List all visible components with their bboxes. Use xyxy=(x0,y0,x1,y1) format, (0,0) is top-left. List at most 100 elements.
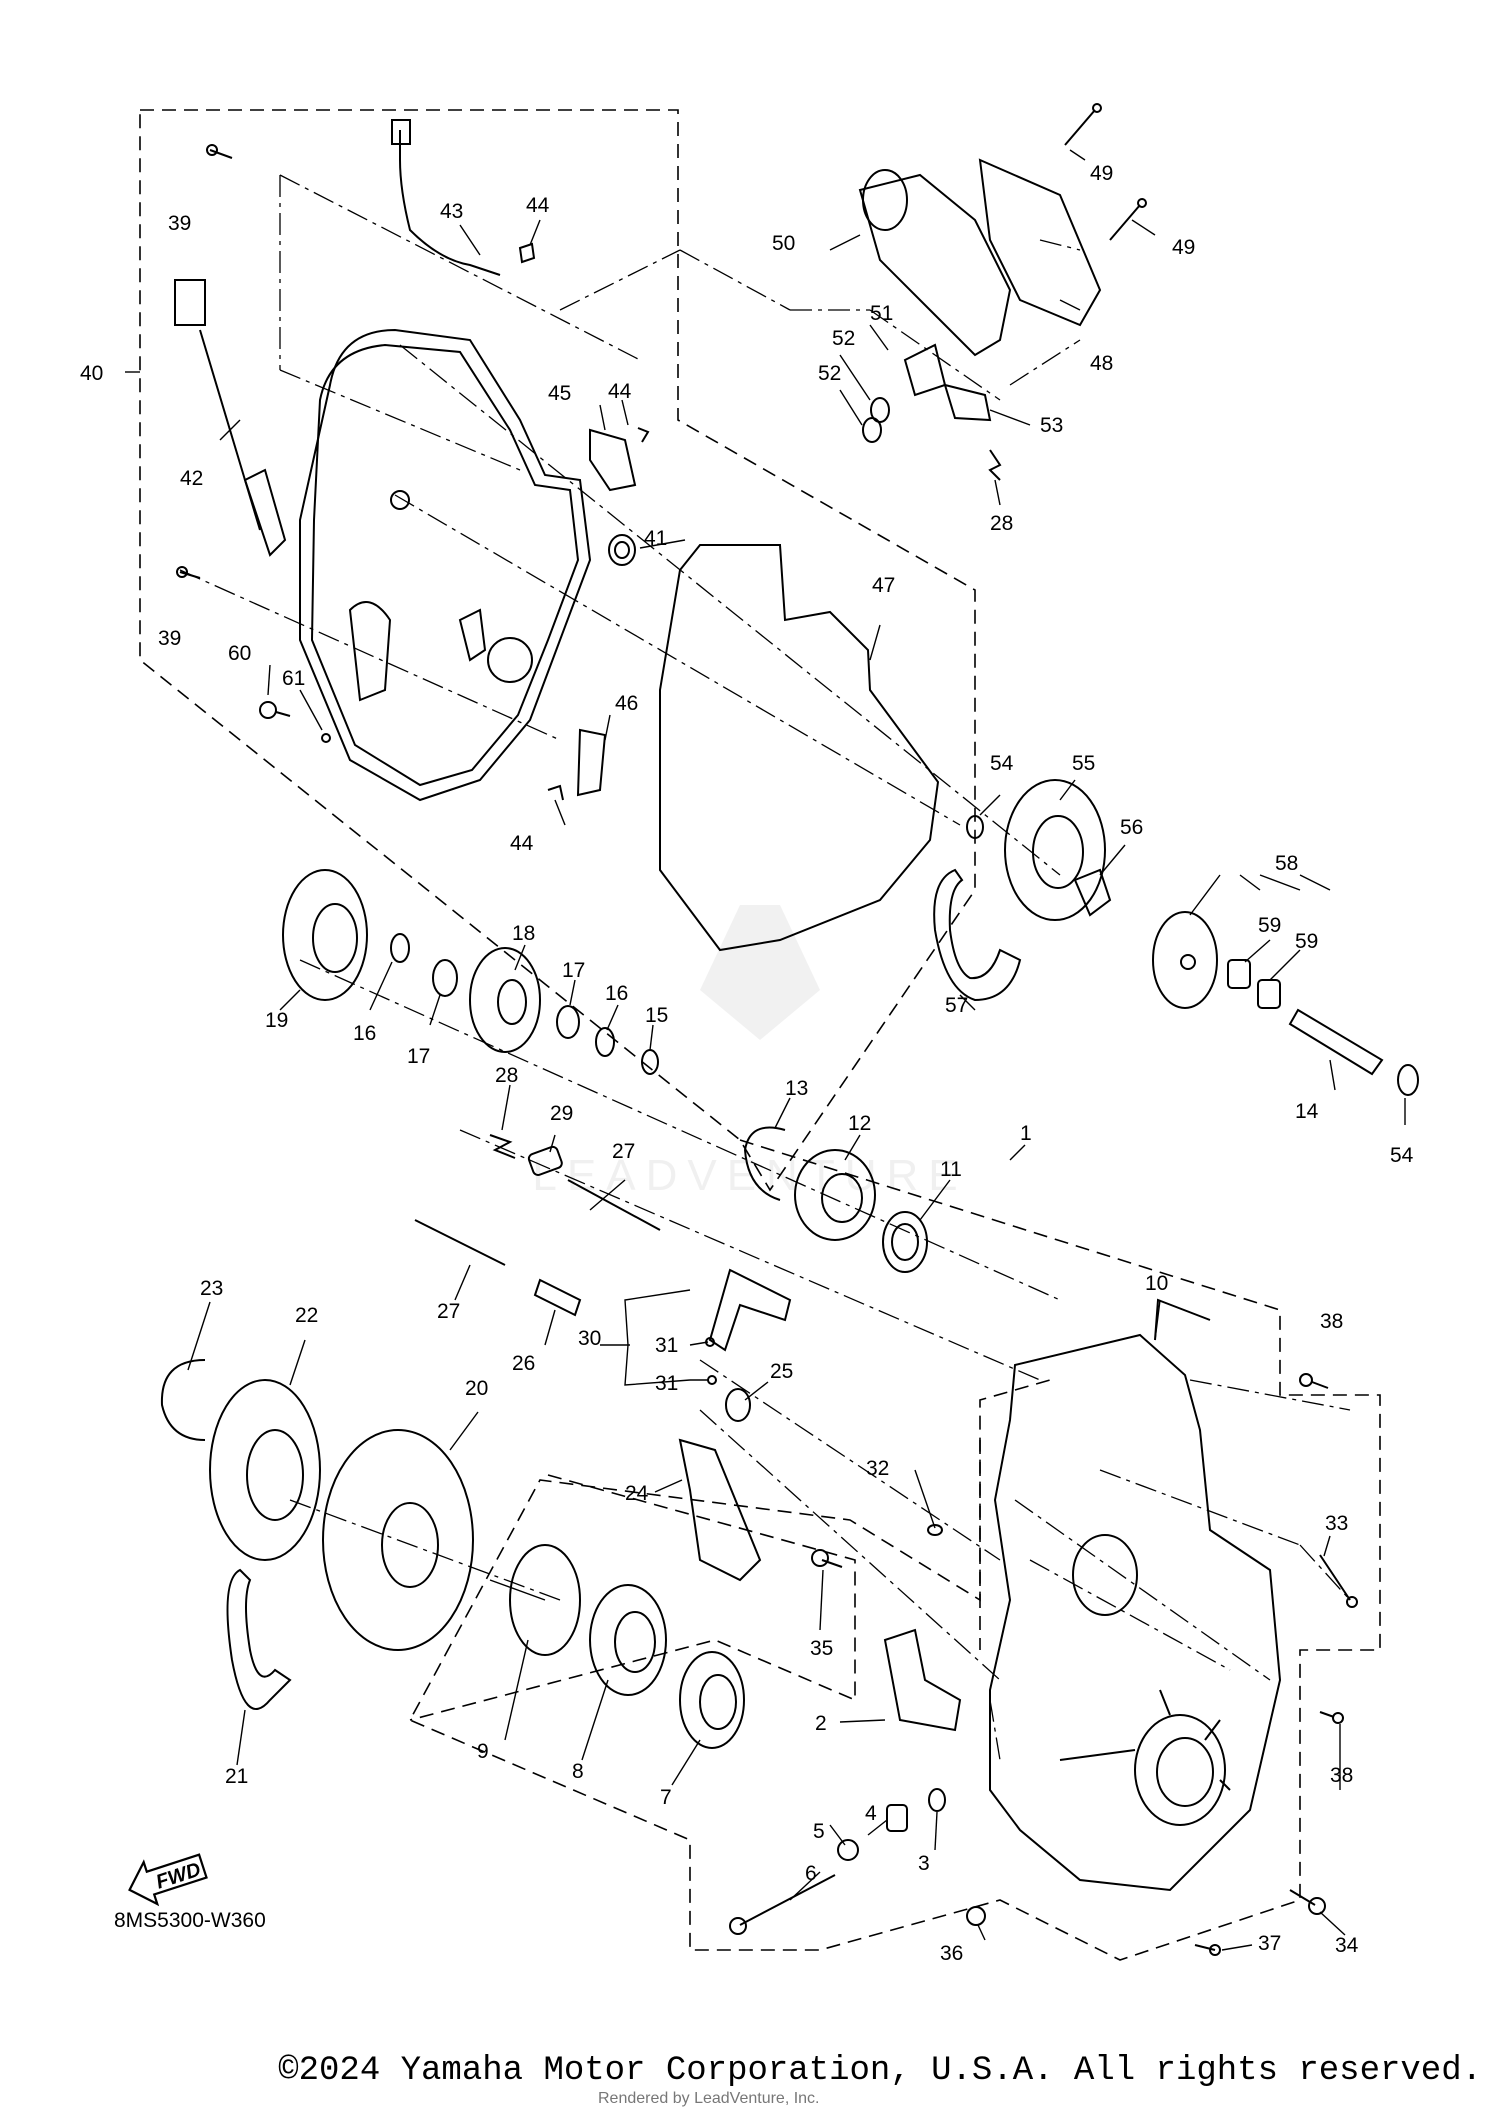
copyright-notice: ©2024 Yamaha Motor Corporation, U.S.A. A… xyxy=(278,2052,1482,2090)
part-label: 52 xyxy=(818,362,841,385)
part-ring-15 xyxy=(641,1049,659,1075)
part-cable-43 xyxy=(391,119,501,276)
part-gear-22 xyxy=(209,1379,321,1561)
part-label: 37 xyxy=(1258,1932,1281,1955)
part-label: 49 xyxy=(1172,236,1195,259)
part-washer-32 xyxy=(927,1524,943,1536)
part-label: 54 xyxy=(1390,1144,1414,1167)
part-label: 15 xyxy=(645,1004,668,1027)
part-label: 13 xyxy=(785,1077,808,1100)
part-label: 45 xyxy=(548,382,571,405)
part-washer-54-bottom xyxy=(1397,1064,1419,1096)
fwd-arrow-icon: FWD xyxy=(128,1853,208,1907)
part-label: 17 xyxy=(407,1045,430,1068)
part-label: 39 xyxy=(158,627,181,650)
part-bolt-39-left xyxy=(176,566,201,579)
part-label: 41 xyxy=(644,527,667,550)
part-label: 35 xyxy=(810,1637,833,1660)
part-label: 23 xyxy=(200,1277,223,1300)
part-label: 49 xyxy=(1090,162,1113,185)
part-label: 11 xyxy=(940,1158,962,1181)
part-label: 4 xyxy=(865,1802,877,1825)
part-bearing-8 xyxy=(589,1584,667,1696)
part-clip-44c xyxy=(547,784,564,801)
part-bolt-6 xyxy=(729,1874,836,1935)
part-label: 60 xyxy=(228,642,251,665)
part-clip-44 xyxy=(518,242,536,264)
part-shaft-14 xyxy=(1288,1008,1384,1076)
part-label: 28 xyxy=(495,1064,518,1087)
part-cover-48 xyxy=(978,158,1102,327)
part-label: 44 xyxy=(510,832,534,855)
part-bracket-2 xyxy=(883,1628,962,1732)
part-label: 16 xyxy=(605,982,628,1005)
svg-text:LEADVENTURE: LEADVENTURE xyxy=(532,1151,967,1200)
part-label: 7 xyxy=(660,1786,672,1809)
part-label: 59 xyxy=(1295,930,1318,953)
part-ring-16-a xyxy=(390,933,410,963)
part-label: 28 xyxy=(990,512,1013,535)
part-motor-50 xyxy=(858,169,1012,357)
part-label: 44 xyxy=(608,380,632,403)
part-label: 14 xyxy=(1295,1100,1319,1123)
part-label: 42 xyxy=(180,467,203,490)
part-label: 48 xyxy=(1090,352,1113,375)
part-label: 27 xyxy=(437,1300,460,1323)
part-arm-24 xyxy=(678,1438,762,1582)
part-label: 21 xyxy=(225,1765,248,1788)
part-spring-25 xyxy=(725,1388,751,1422)
part-label: 44 xyxy=(526,194,550,217)
part-bolt-49-a xyxy=(1064,103,1102,146)
exploded-view-svg: LEADVENTURE xyxy=(80,103,1419,1965)
part-label: 34 xyxy=(1335,1934,1359,1957)
part-retainer-56 xyxy=(1073,868,1112,917)
part-label: 33 xyxy=(1325,1512,1348,1535)
part-ring-13 xyxy=(743,1126,786,1201)
part-label: 9 xyxy=(477,1740,489,1763)
part-washer-54-top xyxy=(966,815,984,839)
part-gear-18 xyxy=(469,947,541,1053)
part-fork-30 xyxy=(708,1268,792,1352)
part-chain-21 xyxy=(226,1568,292,1710)
part-label: 52 xyxy=(832,327,855,350)
part-seal-41 xyxy=(608,534,636,566)
part-bolt-34 xyxy=(1289,1889,1326,1915)
part-washer-17-a xyxy=(432,959,458,997)
part-collar-26 xyxy=(533,1278,582,1317)
part-collar-59-a xyxy=(1227,959,1251,989)
part-bolt-33 xyxy=(1319,1554,1358,1608)
part-label: 26 xyxy=(512,1352,535,1375)
part-label: 58 xyxy=(1275,852,1298,875)
part-label: 53 xyxy=(1040,414,1063,437)
part-label: 56 xyxy=(1120,816,1143,839)
part-bolt-31-b xyxy=(707,1375,717,1385)
part-label: 32 xyxy=(866,1457,889,1480)
part-label: 29 xyxy=(550,1102,573,1125)
part-label: 12 xyxy=(848,1112,871,1135)
part-bracket-46 xyxy=(576,728,607,797)
part-label: 30 xyxy=(578,1327,601,1350)
part-label: 16 xyxy=(353,1022,376,1045)
part-label: 8 xyxy=(572,1760,584,1783)
part-label: 31 xyxy=(655,1334,678,1357)
part-seal-7 xyxy=(679,1651,745,1749)
catalog-code: 8MS5300-W360 xyxy=(114,1909,266,1932)
part-gear-20 xyxy=(322,1429,474,1651)
part-collar-59-b xyxy=(1257,979,1281,1009)
part-collar-4 xyxy=(886,1804,908,1832)
part-ring-23 xyxy=(160,1359,206,1441)
part-label: 51 xyxy=(870,302,893,325)
assembly-centerlines xyxy=(179,174,1351,1761)
part-ring-52-b xyxy=(862,417,882,443)
part-label: 40 xyxy=(80,362,103,385)
part-pin-10 xyxy=(1154,1298,1211,1341)
part-label: 59 xyxy=(1258,914,1281,937)
part-nut-5 xyxy=(837,1839,859,1861)
part-bolt-37 xyxy=(1194,1944,1221,1956)
part-bolt-35 xyxy=(811,1549,843,1568)
part-bolt-38-bottom xyxy=(1319,1711,1344,1724)
part-label: 1 xyxy=(1020,1122,1032,1145)
part-clip-44b xyxy=(637,427,650,443)
part-ring-16-b xyxy=(595,1027,615,1057)
